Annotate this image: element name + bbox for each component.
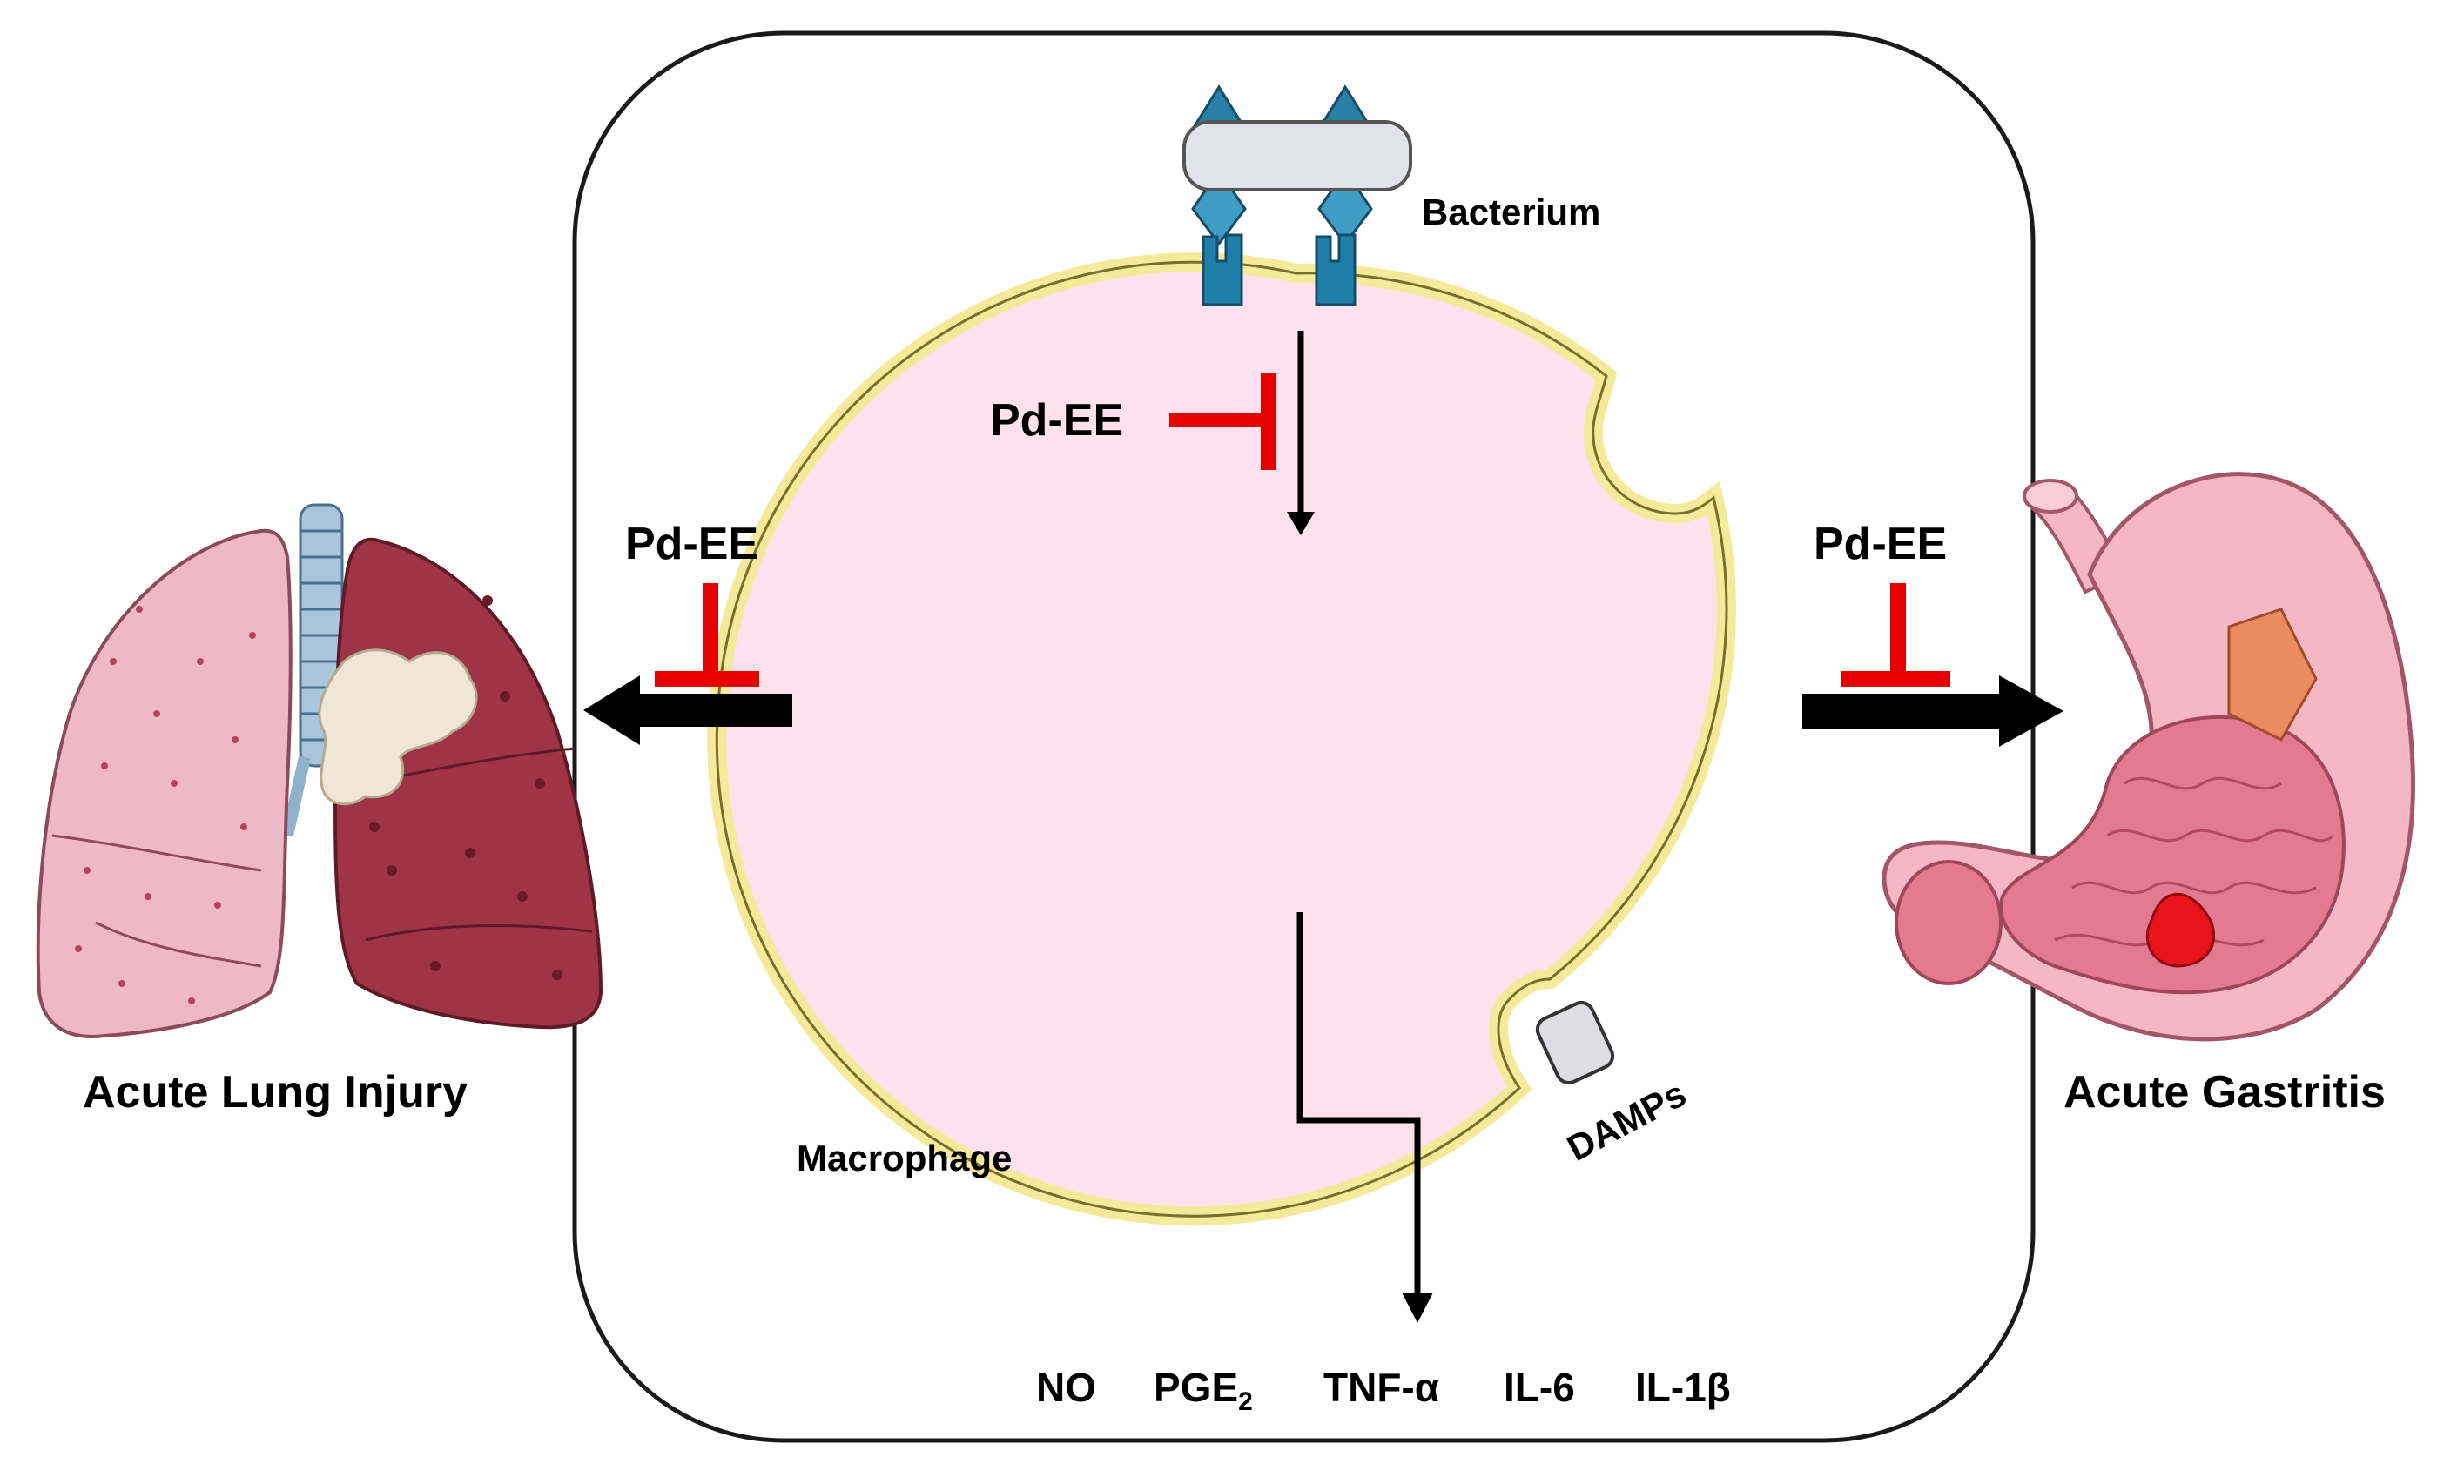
right-inhibitor-label: Pd-EE xyxy=(1814,519,1947,569)
mediator-tnf: TNF-α xyxy=(1323,1365,1439,1410)
mediator-no: NO xyxy=(1036,1365,1096,1410)
right-inhibition-symbol xyxy=(1841,583,1950,687)
damps-icon xyxy=(1535,1000,1615,1085)
signal-arrow xyxy=(1287,331,1315,535)
mediator-il6: IL-6 xyxy=(1504,1365,1575,1410)
lung-lesion xyxy=(318,648,478,806)
center-inhibitor-label: Pd-EE xyxy=(990,395,1123,446)
output-arrow xyxy=(1296,912,1433,1323)
bacterium-label: Bacterium xyxy=(1422,191,1600,232)
pylorus xyxy=(1895,860,2003,985)
healthy-lung xyxy=(36,528,293,1038)
mediator-il1b: IL-1β xyxy=(1635,1365,1731,1410)
stomach-icon xyxy=(1882,472,2416,1042)
right-arrow xyxy=(1802,675,2063,747)
bacterium-icon xyxy=(1182,84,1412,246)
right-outcome-label: Acute Gastritis xyxy=(2063,1067,2386,1118)
lungs-icon xyxy=(36,503,603,1038)
ulcer xyxy=(2145,892,2216,968)
left-arrow xyxy=(583,675,792,745)
mediator-list: NO PGE2 TNF-α IL-6 IL-1β xyxy=(1036,1365,1731,1416)
macrophage-cell xyxy=(707,252,1736,1226)
left-inhibitor-label: Pd-EE xyxy=(625,519,758,569)
muscle-layer xyxy=(2227,608,2318,742)
left-inhibition-symbol xyxy=(655,583,759,687)
macrophage-label: Macrophage xyxy=(797,1138,1012,1178)
left-outcome-label: Acute Lung Injury xyxy=(83,1067,468,1118)
mediator-pge2: PGE2 xyxy=(1154,1365,1253,1416)
receptor-icon xyxy=(1202,233,1357,306)
center-inhibition-symbol xyxy=(1169,373,1276,470)
